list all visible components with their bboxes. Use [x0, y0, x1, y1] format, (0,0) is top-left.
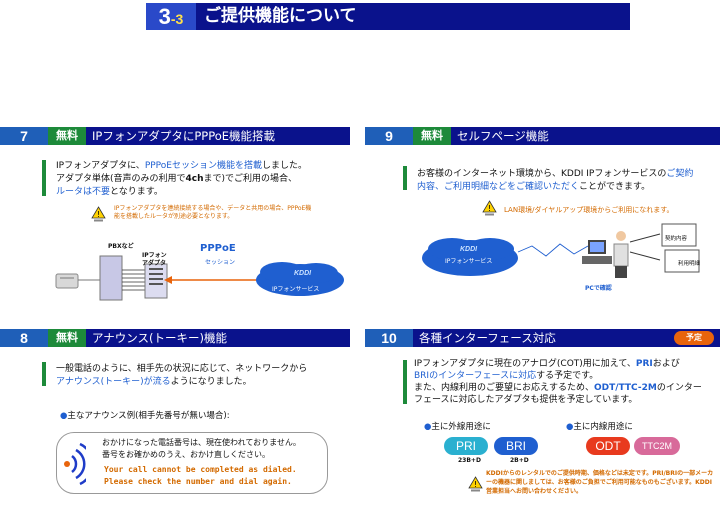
section-10-text: IPフォンアダプタに現在のアナログ(COT)用に加えて、PRIおよび BRIのイ…: [414, 359, 702, 405]
contract-label: 契約内容: [665, 236, 688, 242]
section-7-text: IPフォンアダプタに、PPPoEセッション機能を搭載しました。 アダプタ単体(音…: [56, 161, 307, 197]
contract-doc: [661, 223, 697, 247]
external-use-bullet: ●主に外線用途に: [424, 422, 491, 432]
section-9-note: LAN環境/ダイヤルアップ環境からご利用になれます。: [504, 206, 674, 214]
accent-bar: [403, 166, 407, 190]
svg-text:!: !: [488, 204, 491, 213]
person-icon: [616, 231, 626, 241]
speaker-icon: [64, 442, 86, 486]
bri-badge: BRI: [494, 437, 538, 455]
free-label: 無料: [413, 127, 451, 145]
cloud-label: IPフォンサービス: [272, 286, 320, 293]
section-title: アナウンス(トーキー)機能: [86, 329, 350, 347]
odt-badge: ODT: [586, 437, 630, 455]
planned-badge: 予定: [674, 331, 714, 345]
session-label: セッション: [205, 259, 236, 266]
section-8-text: 一般電話のように、相手先の状況に応じて、ネットワークから アナウンス(トーキー)…: [56, 364, 308, 387]
selfpage-diagram: KDDI: [422, 223, 700, 278]
section-title: 各種インターフェース対応: [413, 329, 720, 347]
announcement-ja-1: おかけになった電話番号は、現在使われておりません。: [102, 438, 301, 447]
pri-channels: 23B+D: [458, 457, 481, 464]
svg-text:KDDI: KDDI: [460, 246, 478, 253]
pbx-box: [99, 255, 123, 301]
billing-doc: [664, 249, 700, 273]
section-number: 10: [365, 329, 413, 347]
ttc2m-badge: TTC2M: [634, 437, 680, 455]
section-title: IPフォンアダプタにPPPoE機能搭載: [86, 127, 350, 145]
section-9-header: 9 無料 セルフページ機能: [365, 127, 720, 145]
section-10-note: KDDIからのレンタルでのご提供時期、価格などは未定です。PRI/BRIの一部メ…: [486, 470, 714, 495]
svg-text:!: !: [474, 480, 477, 489]
free-label: 無料: [48, 329, 86, 347]
accent-bar: [42, 362, 46, 386]
section-number: 7: [0, 127, 48, 145]
announcement-box: [56, 432, 328, 494]
bri-channels: 2B+D: [510, 457, 529, 464]
section-7-note: IPフォンアダプタを連続接続する場合や、データと共用の場合、PPPoE機能を搭載…: [114, 205, 312, 220]
adapter-label: IPフォンアダプタ: [142, 252, 167, 267]
section-number: 8: [0, 329, 48, 347]
pppoe-label: PPPoE: [200, 243, 236, 254]
warning-icon: !: [482, 200, 497, 216]
warning-icon: !: [91, 206, 106, 222]
section-8-bullet: ●主なアナウンス例(相手先番号が無い場合):: [60, 411, 230, 421]
announcement-en-2: Please check the number and dial again.: [104, 477, 292, 486]
cloud-label: IPフォンサービス: [445, 258, 493, 265]
section-9-text: お客様のインターネット環境から、KDDI IPフォンサービスのご契約 内容、ご利…: [417, 169, 694, 192]
pc-label: PCで確認: [585, 285, 612, 292]
svg-text:!: !: [97, 210, 100, 219]
page-title-bar: 3-3 ご提供機能について: [146, 3, 630, 30]
pbx-label: PBXなど: [108, 243, 134, 250]
telephone-icon: [55, 273, 79, 289]
section-title: セルフページ機能: [451, 127, 720, 145]
internal-use-bullet: ●主に内線用途に: [566, 422, 633, 432]
accent-bar: [403, 360, 407, 404]
chapter-number: 3-3: [146, 3, 196, 30]
announcement-ja-2: 番号をお確かめのうえ、おかけ直しください。: [102, 450, 270, 459]
page-title: ご提供機能について: [204, 6, 357, 26]
pppoe-diagram: KDDI: [55, 255, 344, 301]
section-10-header: 10 各種インターフェース対応 予定: [365, 329, 720, 347]
billing-label: 利用明細: [678, 261, 701, 267]
announcement-en-1: Your call cannot be completed as dialed.: [104, 465, 297, 474]
section-number: 9: [365, 127, 413, 145]
warning-icon: !: [468, 476, 483, 492]
section-7-header: 7 無料 IPフォンアダプタにPPPoE機能搭載: [0, 127, 350, 145]
accent-bar: [42, 160, 46, 196]
free-label: 無料: [48, 127, 86, 145]
svg-text:KDDI: KDDI: [294, 270, 312, 277]
section-8-header: 8 無料 アナウンス(トーキー)機能: [0, 329, 350, 347]
pri-badge: PRI: [444, 437, 488, 455]
